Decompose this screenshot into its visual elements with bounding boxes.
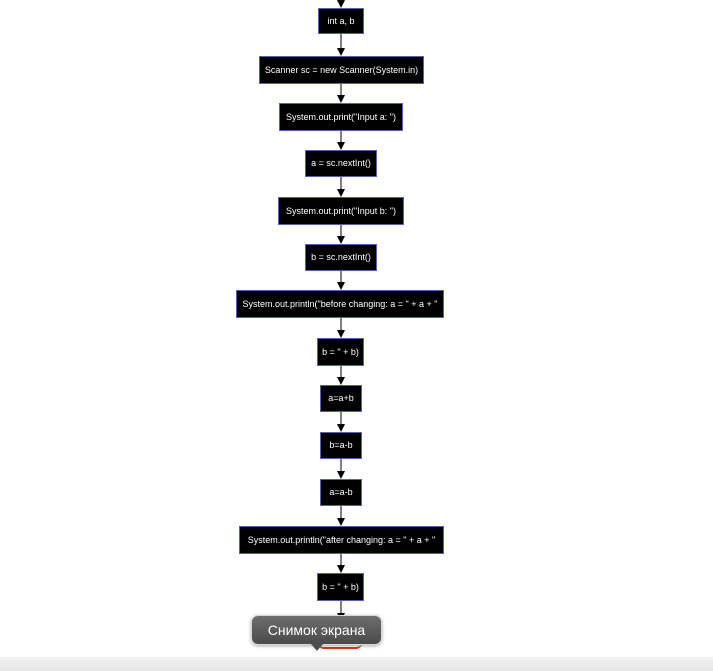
flowchart-node: b = " + b): [317, 573, 364, 601]
screenshot-tooltip: Снимок экрана: [251, 615, 382, 645]
flowchart-node: b = " + b): [317, 338, 364, 366]
flowchart-node: System.out.print("Input a: "): [279, 103, 403, 131]
flowchart-node: System.out.println("before changing: a =…: [236, 290, 444, 318]
flowchart-node: System.out.print("Input b: "): [278, 197, 404, 225]
tooltip-pointer: [311, 644, 323, 651]
flowchart-node: a=a-b: [320, 479, 362, 506]
flowchart-node: Scanner sc = new Scanner(System.in): [259, 56, 424, 84]
flowchart-node: b=a-b: [320, 432, 362, 459]
bottom-toolbar-strip: [0, 657, 713, 671]
flowchart-node: b = sc.nextInt(): [305, 244, 377, 271]
flowchart-node: a = sc.nextInt(): [305, 150, 377, 177]
partial-red-shape: [318, 643, 362, 649]
flowchart-node: System.out.println("after changing: a = …: [239, 526, 444, 554]
flowchart-node: int a, b: [318, 8, 364, 34]
flowchart-node: a=a+b: [320, 385, 362, 412]
